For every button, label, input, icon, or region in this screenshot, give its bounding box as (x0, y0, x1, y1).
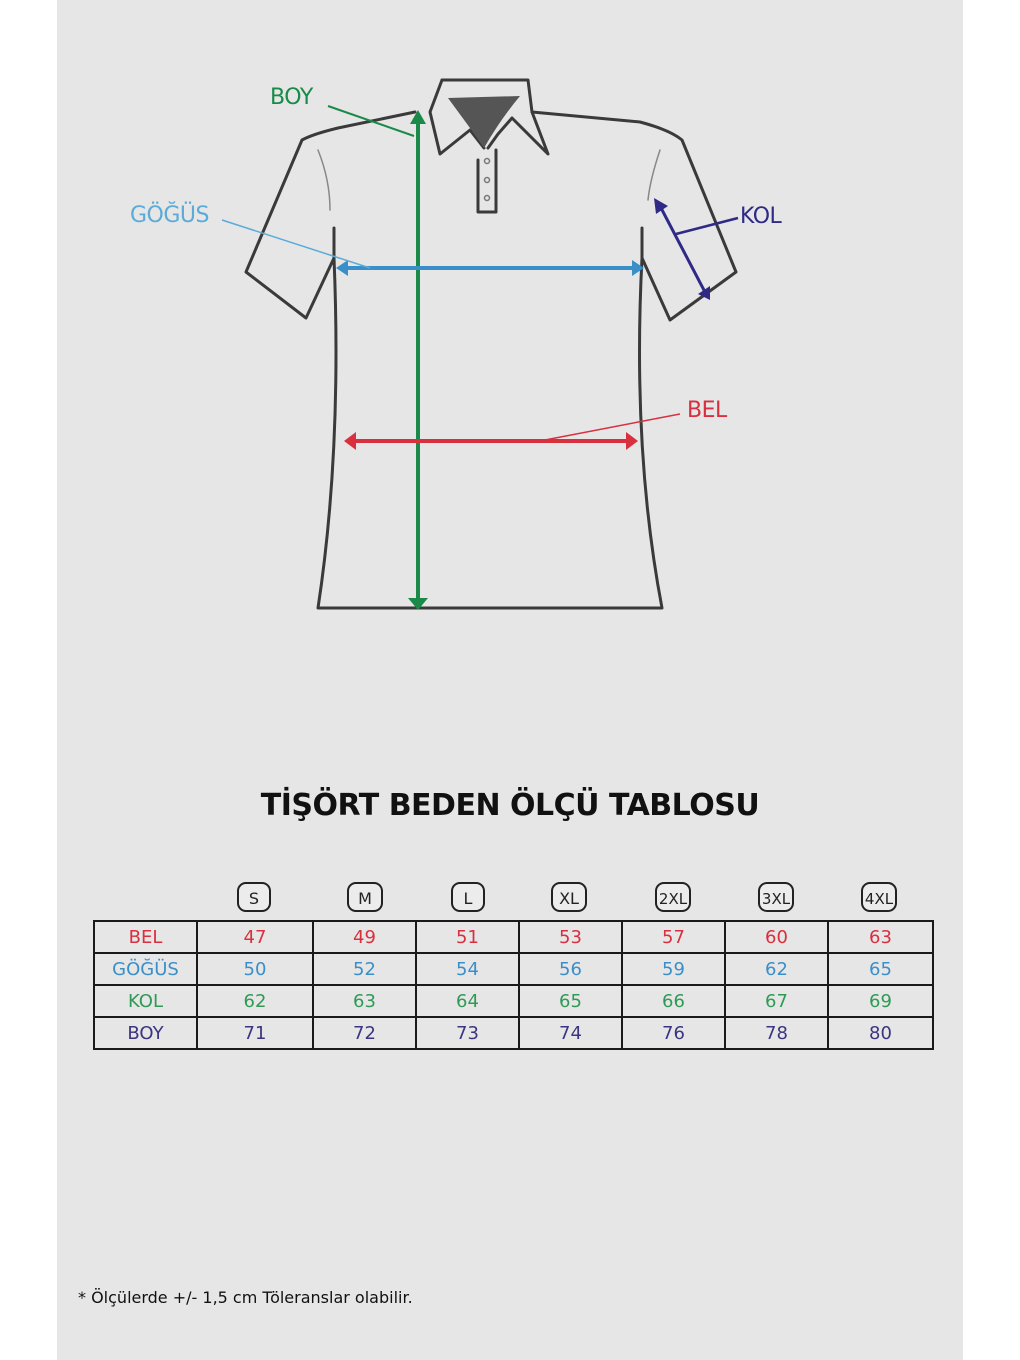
cell-boy-s: 71 (196, 1016, 314, 1050)
tolerance-footnote: * Ölçülerde +/- 1,5 cm Töleranslar olabi… (78, 1288, 413, 1307)
polo-shirt-diagram (221, 78, 739, 610)
size-measurement-table: BEL 47 49 51 53 57 60 63 GÖĞÜS 50 52 54 … (93, 920, 934, 1050)
size-table-title: TİŞÖRT BEDEN ÖLÇÜ TABLOSU (260, 788, 760, 823)
cell-gogus-xl: 56 (518, 952, 623, 986)
table-row-bel: BEL 47 49 51 53 57 60 63 (93, 920, 934, 954)
cell-boy-2xl: 76 (621, 1016, 726, 1050)
table-row-kol: KOL 62 63 64 65 66 67 69 (93, 984, 934, 1018)
cell-gogus-4xl: 65 (827, 952, 934, 986)
cell-kol-4xl: 69 (827, 984, 934, 1018)
cell-gogus-m: 52 (312, 952, 417, 986)
row-label-kol: KOL (93, 984, 198, 1018)
cell-gogus-s: 50 (196, 952, 314, 986)
cell-bel-3xl: 60 (724, 920, 829, 954)
size-header-row: S M L XL 2XL 3XL 4XL (0, 882, 1020, 918)
size-badge-2xl: 2XL (655, 882, 691, 912)
cell-boy-4xl: 80 (827, 1016, 934, 1050)
cell-bel-m: 49 (312, 920, 417, 954)
table-row-gogus: GÖĞÜS 50 52 54 56 59 62 65 (93, 952, 934, 986)
table-row-boy: BOY 71 72 73 74 76 78 80 (93, 1016, 934, 1050)
row-label-boy: BOY (93, 1016, 198, 1050)
cell-bel-s: 47 (196, 920, 314, 954)
size-badge-4xl: 4XL (861, 882, 897, 912)
cell-kol-l: 64 (415, 984, 520, 1018)
kol-label: KOL (740, 204, 782, 229)
size-badge-xl: XL (551, 882, 587, 912)
cell-kol-s: 62 (196, 984, 314, 1018)
cell-kol-xl: 65 (518, 984, 623, 1018)
cell-gogus-l: 54 (415, 952, 520, 986)
cell-gogus-2xl: 59 (621, 952, 726, 986)
cell-kol-m: 63 (312, 984, 417, 1018)
size-chart-panel (57, 0, 963, 1360)
cell-bel-l: 51 (415, 920, 520, 954)
row-label-gogus: GÖĞÜS (93, 952, 198, 986)
row-label-bel: BEL (93, 920, 198, 954)
size-badge-s: S (237, 882, 271, 912)
size-badge-3xl: 3XL (758, 882, 794, 912)
cell-gogus-3xl: 62 (724, 952, 829, 986)
size-badge-l: L (451, 882, 485, 912)
cell-kol-3xl: 67 (724, 984, 829, 1018)
gogus-label: GÖĞÜS (130, 203, 209, 228)
cell-kol-2xl: 66 (621, 984, 726, 1018)
cell-boy-3xl: 78 (724, 1016, 829, 1050)
cell-bel-4xl: 63 (827, 920, 934, 954)
cell-bel-2xl: 57 (621, 920, 726, 954)
cell-bel-xl: 53 (518, 920, 623, 954)
cell-boy-m: 72 (312, 1016, 417, 1050)
cell-boy-l: 73 (415, 1016, 520, 1050)
bel-label: BEL (687, 398, 727, 423)
boy-label: BOY (270, 85, 313, 110)
size-badge-m: M (347, 882, 383, 912)
cell-boy-xl: 74 (518, 1016, 623, 1050)
